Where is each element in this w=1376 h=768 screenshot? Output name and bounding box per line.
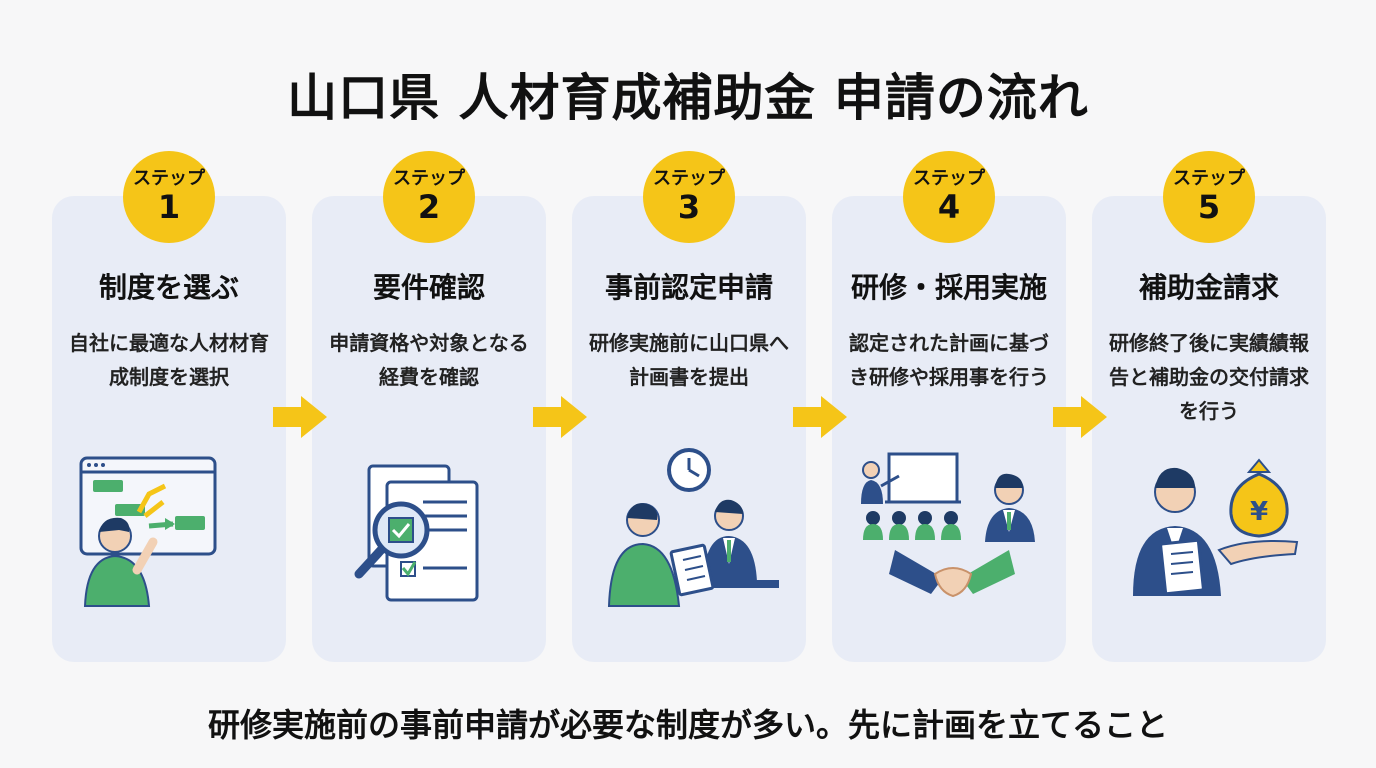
right-arrow-icon <box>533 396 587 438</box>
step-badge-1: ステップ 1 <box>123 151 215 243</box>
step-badge-2: ステップ 2 <box>383 151 475 243</box>
step-card-1: 制度を選ぶ 自社に最適な人材材育成制度を選択 <box>52 196 286 662</box>
yen-money-bag-icon: ¥ <box>1133 458 1299 596</box>
document-magnifier-icon <box>354 464 479 602</box>
step-badge-4: ステップ 4 <box>903 151 995 243</box>
step-badge-label: ステップ <box>393 168 465 189</box>
footer-note: 研修実施前の事前申請が必要な制度が多い。先に計画を立てること <box>207 706 1168 744</box>
step-description: 自社に最適な人材材育成制度を選択 <box>69 331 269 389</box>
right-arrow-icon <box>1053 396 1107 438</box>
step-badge-label: ステップ <box>653 168 725 189</box>
step-badge-label: ステップ <box>1173 168 1245 189</box>
step-title: 要件確認 <box>372 271 485 304</box>
step-description: 研修実施前に山口県へ計画書を提出 <box>589 331 789 389</box>
step-card-2: 要件確認 申請資格や対象となる経費を確認 <box>312 196 546 662</box>
step-number: 5 <box>1197 188 1221 226</box>
step-title: 制度を選ぶ <box>98 271 239 304</box>
step-badge-label: ステップ <box>913 168 985 189</box>
step-card-4: 研修・採用実施 認定された計画に基づき研修や採用事を行う <box>832 196 1066 662</box>
step-description: 申請資格や対象となる経費を確認 <box>329 331 529 389</box>
step-description: 研修終了後に実績績報告と補助金の交付請求を行う <box>1109 331 1309 423</box>
right-arrow-icon <box>793 396 847 438</box>
step-card-3: 事前認定申請 研修実施前に山口県へ計画書を提出 <box>572 196 806 662</box>
step-number: 4 <box>937 188 961 226</box>
consultation-submission-icon <box>607 448 779 607</box>
step-title: 補助金請求 <box>1138 271 1279 304</box>
right-arrow-icon <box>273 396 327 438</box>
step-badge-5: ステップ 5 <box>1163 151 1255 243</box>
flowchart-selection-icon <box>79 456 217 607</box>
step-badge-3: ステップ 3 <box>643 151 735 243</box>
training-handshake-icon <box>861 452 1035 598</box>
step-card-5: 補助金請求 研修終了後に実績績報告と補助金の交付請求を行う ¥ <box>1092 196 1326 662</box>
step-badge-label: ステップ <box>133 168 205 189</box>
step-number: 3 <box>677 188 701 226</box>
step-number: 1 <box>157 188 181 226</box>
page-title: 山口県 人材育成補助金 申請の流れ <box>287 69 1089 127</box>
yen-symbol: ¥ <box>1250 497 1268 527</box>
step-description: 認定された計画に基づき研修や採用事を行う <box>849 331 1049 389</box>
step-number: 2 <box>417 188 441 226</box>
step-title: 研修・採用実施 <box>850 271 1047 304</box>
step-title: 事前認定申請 <box>604 271 773 304</box>
